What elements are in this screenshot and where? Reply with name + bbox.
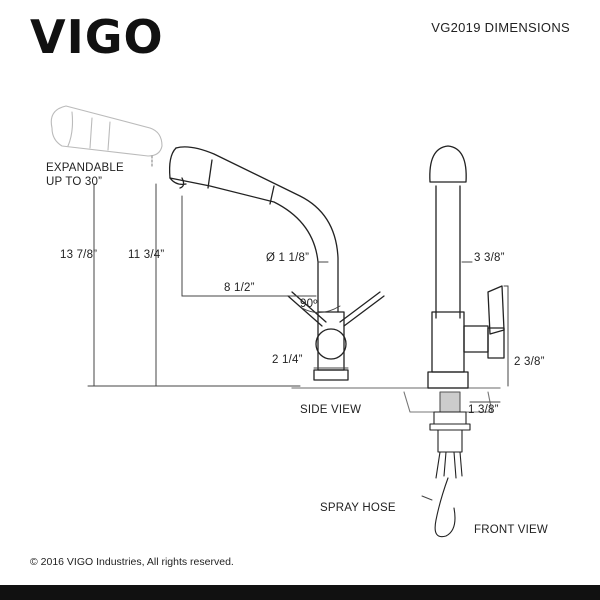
- base-height-label: 2 3/8”: [514, 356, 545, 368]
- extended-spray-head-ghost: [50, 105, 163, 157]
- under-counter-assembly: [403, 391, 493, 538]
- handle-angle-label: 90º: [300, 298, 318, 310]
- base-diameter-label: 2 1/4”: [272, 354, 303, 366]
- spout-diameter-label: Ø 1 1/8”: [266, 252, 310, 264]
- expandable-label-line2: UP TO 30”: [46, 176, 103, 188]
- dimension-lines: [87, 183, 509, 501]
- shank-diameter-label: 1 3/8”: [468, 404, 499, 416]
- side-view-faucet: [168, 146, 385, 381]
- front-view-label: FRONT VIEW: [474, 524, 548, 536]
- brand-logo: VIGO: [30, 10, 164, 64]
- footer-bar: [0, 585, 600, 600]
- height-total-label: 13 7/8”: [60, 249, 98, 261]
- height-spout-label: 11 3/4”: [128, 249, 165, 261]
- expandable-label-line1: EXPANDABLE: [46, 162, 124, 174]
- copyright-text: © 2016 VIGO Industries, All rights reser…: [30, 556, 234, 568]
- page-title: VG2019 DIMENSIONS: [431, 20, 570, 35]
- spray-hose-label: SPRAY HOSE: [320, 502, 396, 514]
- handle-height-label: 3 3/8”: [474, 252, 505, 264]
- side-view-label: SIDE VIEW: [300, 404, 362, 416]
- reach-label: 8 1/2”: [224, 282, 255, 294]
- front-view-faucet: [427, 145, 505, 389]
